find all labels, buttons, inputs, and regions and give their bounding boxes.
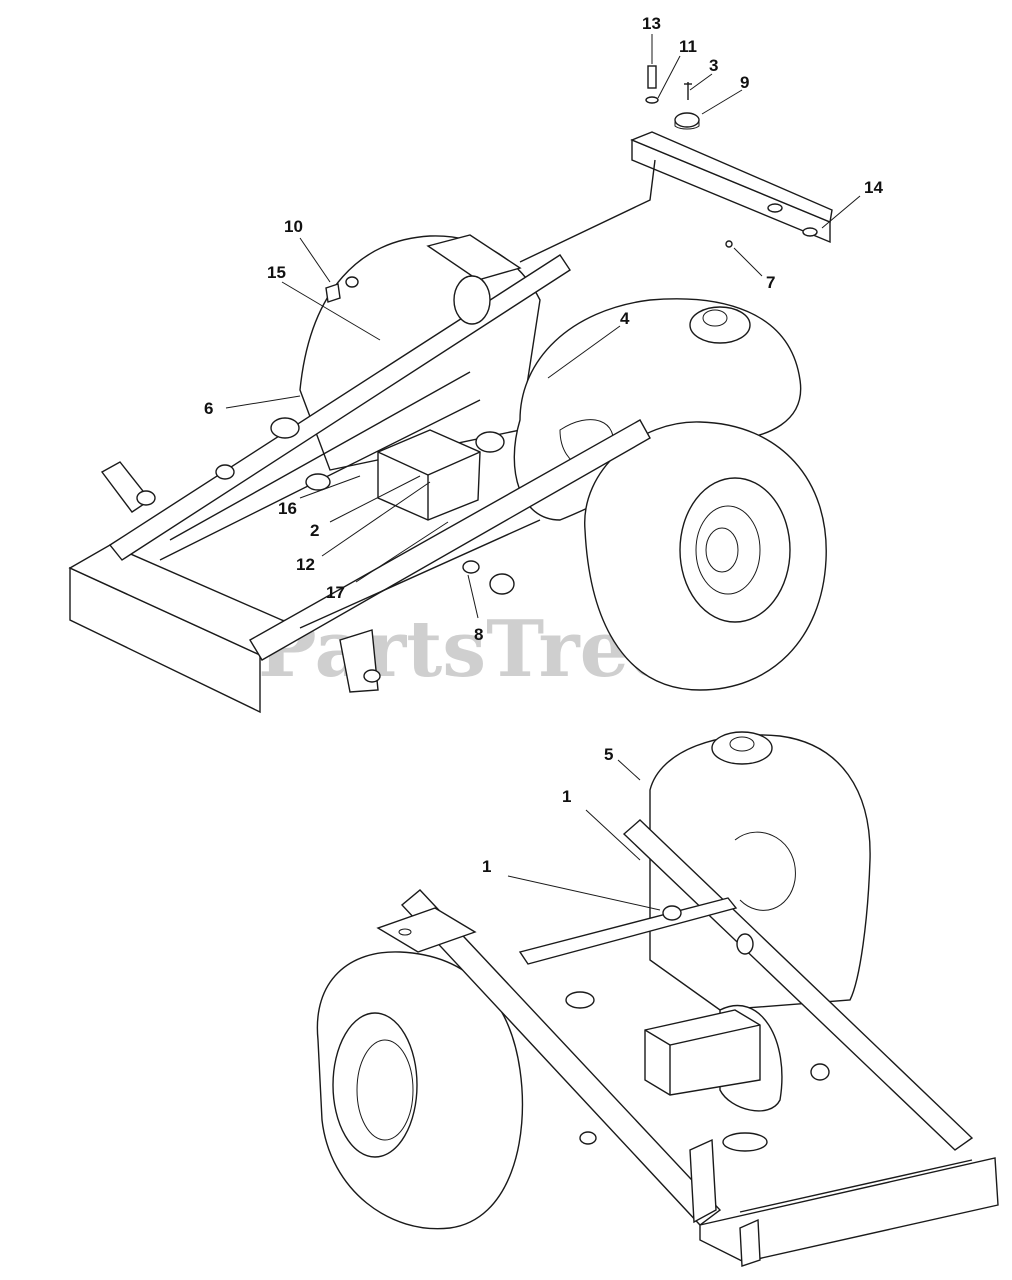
callout-10: 10 (284, 217, 303, 236)
top-frame-left-rail (108, 254, 571, 561)
callout-13: 13 (642, 14, 661, 33)
callout-2: 2 (310, 521, 319, 540)
callout-7: 7 (766, 273, 775, 292)
leader-lines (225, 34, 861, 911)
bottom-fuel-cap (711, 731, 773, 765)
bottom-frame-front-rail (699, 1157, 999, 1263)
bottom-battery (644, 1009, 761, 1096)
callout-1-lower: 1 (482, 857, 491, 876)
callout-15: 15 (267, 263, 286, 282)
callout-1-upper: 1 (562, 787, 571, 806)
bottom-crossbar (518, 897, 738, 965)
callout-9: 9 (740, 73, 749, 92)
top-front-wheel (584, 421, 827, 691)
top-crossbar (631, 138, 831, 244)
bottom-left-wheel (316, 951, 524, 1230)
callout-11: 11 (679, 37, 697, 56)
callout-16: 16 (278, 499, 297, 518)
top-assembly (68, 65, 833, 714)
callout-3: 3 (709, 56, 718, 75)
callout-5: 5 (604, 745, 613, 764)
callout-14: 14 (864, 178, 883, 197)
top-pulley (453, 275, 491, 325)
callout-12: 12 (296, 555, 315, 574)
top-frame-right-rail (249, 419, 651, 661)
bottom-fuel-tank (649, 734, 871, 1011)
bottom-assembly (316, 731, 999, 1267)
callout-4: 4 (620, 309, 630, 328)
callout-8: 8 (474, 625, 483, 644)
callout-6: 6 (204, 399, 213, 418)
callouts: 13 11 3 9 14 7 10 15 4 6 16 2 12 17 8 5 … (204, 14, 883, 876)
callout-17: 17 (326, 583, 345, 602)
